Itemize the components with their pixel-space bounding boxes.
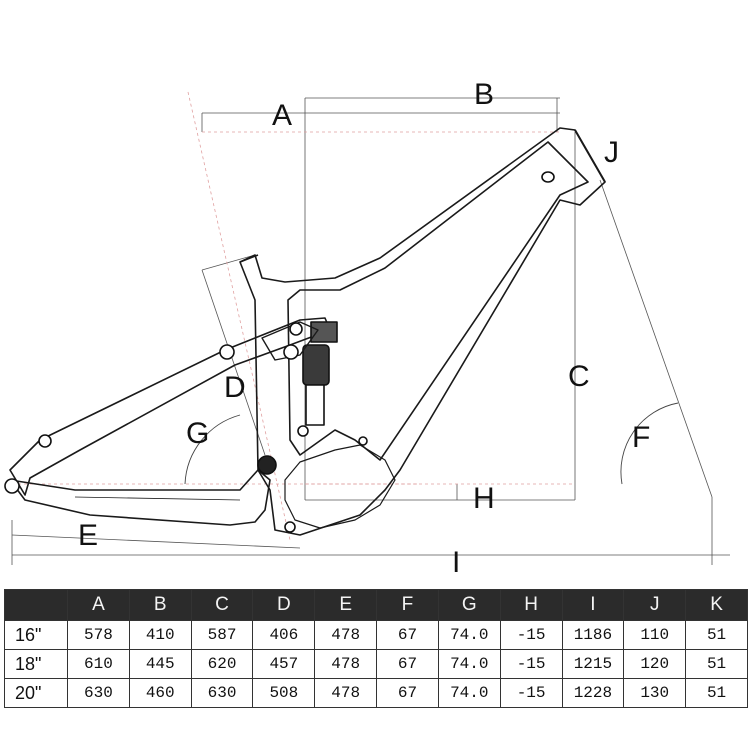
table-row: 18" 610 445 620 457 478 67 74.0 -15 1215… bbox=[4, 649, 748, 679]
table-cell: -15 bbox=[499, 620, 563, 650]
table-cell: 1215 bbox=[561, 649, 625, 679]
label-j: J bbox=[604, 136, 619, 169]
size-cell: 20" bbox=[4, 678, 68, 708]
table-cell: 620 bbox=[190, 649, 254, 679]
front-triangle-inner bbox=[287, 141, 589, 461]
table-cell: 67 bbox=[376, 678, 439, 708]
label-a: A bbox=[272, 99, 292, 132]
label-d: D bbox=[224, 371, 246, 404]
front-triangle-outer bbox=[239, 127, 606, 536]
col-header: H bbox=[499, 589, 563, 621]
col-header: G bbox=[437, 589, 501, 621]
col-header: D bbox=[252, 589, 316, 621]
frame-geometry-diagram: A B J C D G F H E I bbox=[4, 78, 730, 579]
col-header: C bbox=[190, 589, 254, 621]
table-corner bbox=[4, 589, 68, 621]
table-cell: 610 bbox=[67, 649, 130, 679]
table-cell: 130 bbox=[623, 678, 687, 708]
table-cell: 120 bbox=[623, 649, 687, 679]
label-g: G bbox=[186, 417, 209, 450]
table-header-row: A B C D E F G H I J K bbox=[4, 589, 748, 621]
table-cell: -15 bbox=[499, 678, 563, 708]
label-e: E bbox=[78, 519, 98, 552]
geometry-table: A B C D E F G H I J K 16" 578 410 587 40… bbox=[4, 589, 748, 708]
table-cell: 74.0 bbox=[437, 620, 501, 650]
table-cell: 478 bbox=[314, 649, 378, 679]
table-cell: 457 bbox=[252, 649, 316, 679]
table-row: 20" 630 460 630 508 478 67 74.0 -15 1228… bbox=[4, 678, 748, 708]
table-row: 16" 578 410 587 406 478 67 74.0 -15 1186… bbox=[4, 620, 748, 650]
reference-dashed-lines bbox=[12, 91, 575, 541]
label-h: H bbox=[473, 482, 495, 515]
col-header: B bbox=[128, 589, 192, 621]
col-header: E bbox=[314, 589, 378, 621]
table-cell: 587 bbox=[190, 620, 254, 650]
table-cell: 51 bbox=[685, 649, 748, 679]
pivots bbox=[4, 171, 555, 533]
table-cell: 67 bbox=[376, 620, 439, 650]
label-b: B bbox=[474, 78, 494, 111]
motor-housing bbox=[284, 444, 396, 529]
table-cell: 478 bbox=[314, 678, 378, 708]
table-cell: 406 bbox=[252, 620, 316, 650]
size-cell: 16" bbox=[4, 620, 68, 650]
col-header: K bbox=[685, 589, 748, 621]
table-cell: 74.0 bbox=[437, 678, 501, 708]
dimension-lines bbox=[11, 97, 730, 565]
table-cell: 1186 bbox=[561, 620, 625, 650]
col-header: F bbox=[376, 589, 439, 621]
label-f: F bbox=[632, 421, 650, 454]
label-i: I bbox=[452, 546, 460, 579]
table-cell: 67 bbox=[376, 649, 439, 679]
table-cell: 110 bbox=[623, 620, 687, 650]
col-header: I bbox=[561, 589, 625, 621]
table-cell: 478 bbox=[314, 620, 378, 650]
table-cell: 51 bbox=[685, 620, 748, 650]
angle-arcs bbox=[184, 402, 679, 485]
col-header: J bbox=[623, 589, 687, 621]
table-cell: 630 bbox=[67, 678, 130, 708]
table-cell: 460 bbox=[128, 678, 192, 708]
table-cell: 51 bbox=[685, 678, 748, 708]
table-cell: 74.0 bbox=[437, 649, 501, 679]
table-cell: 508 bbox=[252, 678, 316, 708]
chainstay bbox=[9, 469, 271, 526]
label-c: C bbox=[568, 360, 590, 393]
col-header: A bbox=[67, 589, 130, 621]
bike-frame bbox=[4, 127, 606, 536]
table-cell: 445 bbox=[128, 649, 192, 679]
rear-swingarm bbox=[9, 317, 331, 496]
table-cell: 410 bbox=[128, 620, 192, 650]
table-cell: 578 bbox=[67, 620, 130, 650]
table-cell: 1228 bbox=[561, 678, 625, 708]
table-cell: -15 bbox=[499, 649, 563, 679]
rear-shock bbox=[302, 344, 330, 386]
table-cell: 630 bbox=[190, 678, 254, 708]
size-cell: 18" bbox=[4, 649, 68, 679]
